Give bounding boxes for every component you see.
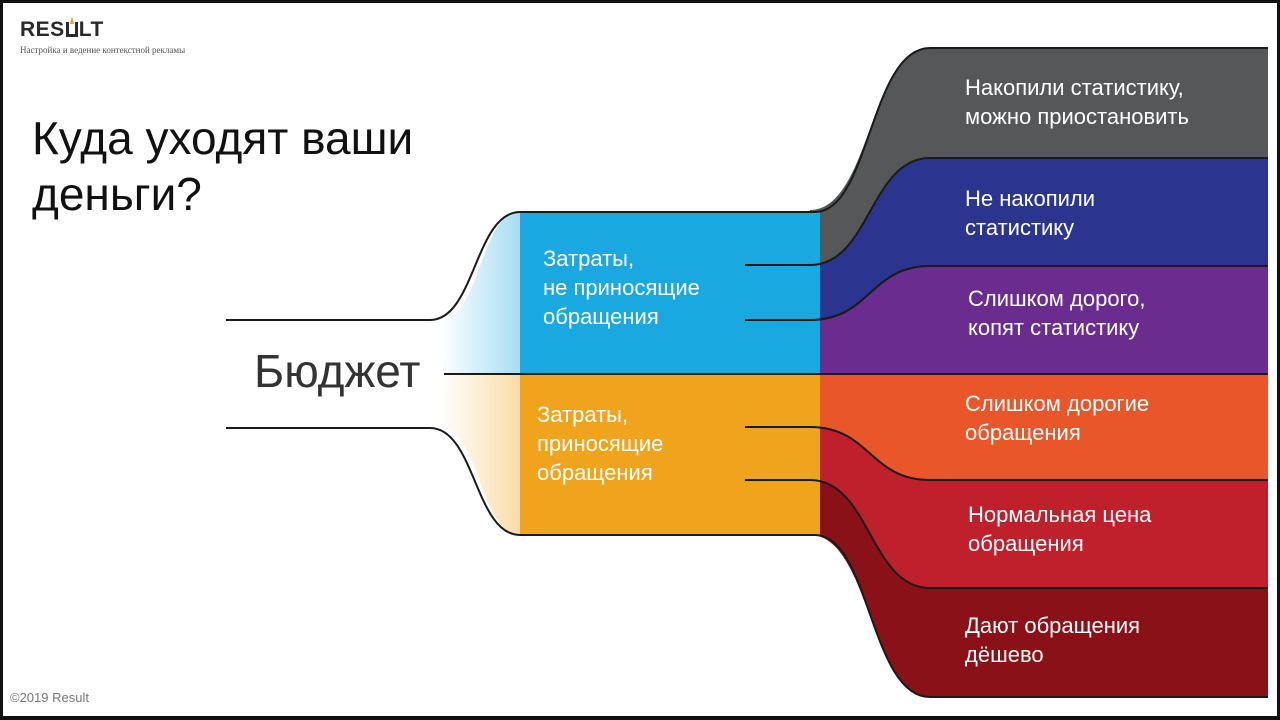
budget-label-mask <box>248 356 444 392</box>
slide-title: Куда уходят ваши деньги? <box>32 112 414 220</box>
logo-arrow-icon <box>65 16 78 37</box>
outcome-bands <box>810 48 1268 697</box>
copyright: ©2019 Result <box>10 690 89 705</box>
branch-label-no-leads: Затраты, не приносящие обращения <box>543 246 700 329</box>
outline-lines <box>226 47 1268 698</box>
branch-label-leads: Затраты, приносящие обращения <box>537 402 664 485</box>
branch-band-no-leads-solid <box>520 212 820 374</box>
outcome-label-2: Не накопили статистику <box>965 186 1096 240</box>
outcome-label-6: Дают обращения дёшево <box>965 613 1141 667</box>
outcome-label-3: Слишком дорого, копят статистику <box>968 286 1146 340</box>
outcome-band-1 <box>810 48 1268 265</box>
split-line-1 <box>745 157 1268 266</box>
split-line-5 <box>745 479 1268 589</box>
outcome-band-5 <box>810 427 1268 588</box>
outcome-band-3 <box>810 266 1268 374</box>
split-line-4 <box>745 426 1268 481</box>
outcome-label-1: Накопили статистику, можно приостановить <box>965 75 1189 129</box>
budget-bottom-line <box>226 427 1268 698</box>
outcome-band-4 <box>810 374 1268 480</box>
branch-band-leads-solid <box>520 374 820 535</box>
budget-top-line <box>226 47 1268 321</box>
budget-label: Бюджет <box>254 345 421 397</box>
outcome-label-4: Слишком дорогие обращения <box>965 391 1150 445</box>
outcome-label-5: Нормальная цена обращения <box>968 502 1152 556</box>
split-line-2 <box>745 265 1268 321</box>
outcome-band-2 <box>810 158 1268 320</box>
logo-tagline: Настройка и ведение контекстной рекламы <box>20 45 186 55</box>
